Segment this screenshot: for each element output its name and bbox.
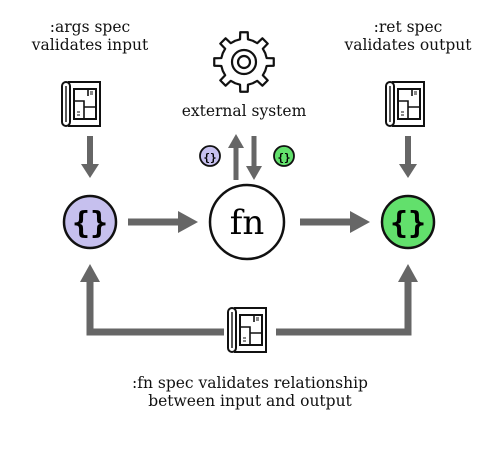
output-node-braces: {} (390, 206, 426, 241)
fn-spec-line1: :fn spec validates relationship (132, 374, 368, 392)
loop-arrowhead-left (80, 264, 100, 282)
fn-spec-line2: between input and output (148, 392, 352, 410)
ret-spec-icon (385, 81, 425, 127)
fn-spec-icon (224, 304, 276, 356)
ret-spec-title: :ret spec (373, 18, 443, 36)
gear-icon (213, 31, 275, 93)
loop-arrowhead-right (398, 264, 418, 282)
fn-label: fn (230, 203, 264, 243)
args-spec-desc: validates input (31, 36, 149, 54)
external-exchange-arrows (228, 134, 262, 180)
args-spec-caption: :args spec validates input (10, 18, 170, 54)
input-data-badge: {} (199, 145, 221, 167)
input-badge-braces: {} (203, 151, 216, 164)
args-spec-title: :args spec (49, 18, 131, 36)
output-data-node: {} (380, 194, 436, 250)
external-system-label: external system (181, 102, 307, 120)
ret-spec-caption: :ret spec validates output (328, 18, 488, 54)
input-node-braces: {} (72, 206, 108, 241)
output-data-badge: {} (273, 145, 295, 167)
input-to-fn-arrow (128, 211, 198, 233)
args-spec-icon (61, 81, 101, 127)
fn-node: fn (208, 183, 286, 261)
fn-spec-caption: :fn spec validates relationship between … (70, 374, 430, 410)
ret-spec-desc: validates output (344, 36, 472, 54)
args-validate-arrow (81, 136, 99, 178)
ret-validate-arrow (399, 136, 417, 178)
fn-to-output-arrow (300, 211, 370, 233)
input-data-node: {} (62, 194, 118, 250)
output-badge-braces: {} (277, 151, 290, 164)
